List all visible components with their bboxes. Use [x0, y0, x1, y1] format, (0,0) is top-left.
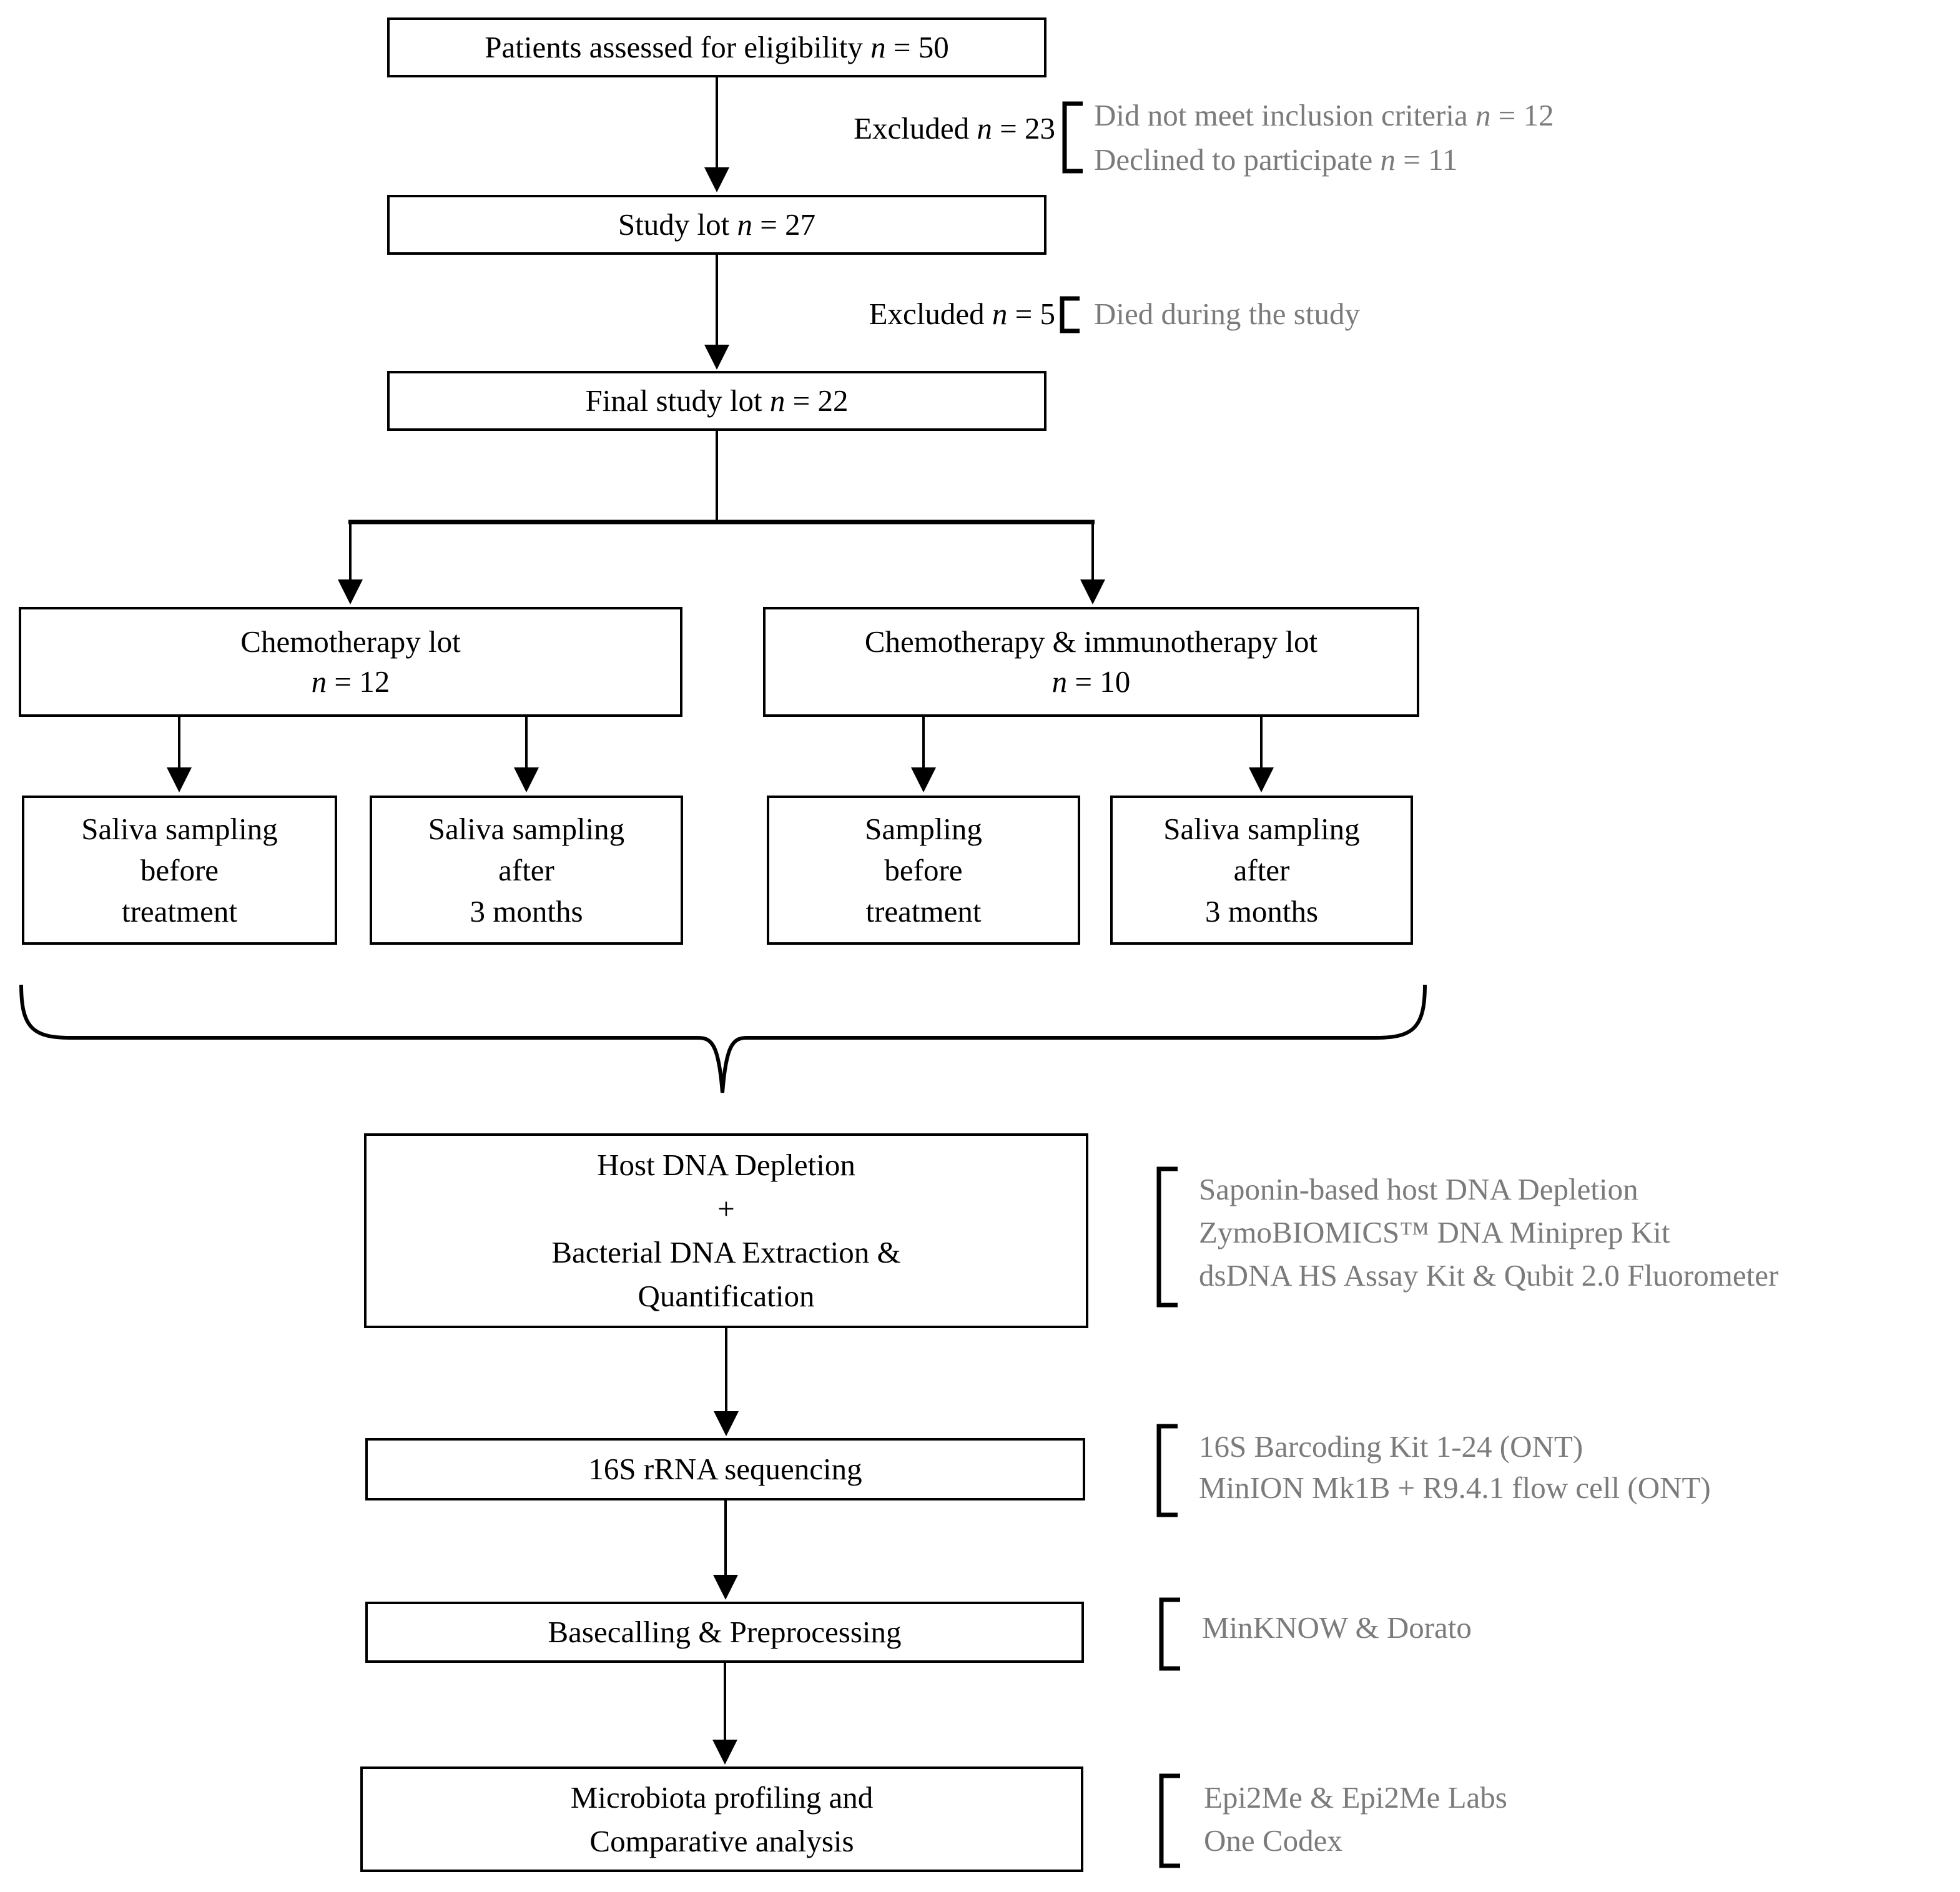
note-line: Epi2Me & Epi2Me Labs: [1204, 1780, 1507, 1815]
lot-n: n = 12: [312, 662, 390, 702]
n-symbol: n: [1051, 664, 1068, 699]
box-sampling-immuno-after: Saliva sampling after 3 months: [1110, 796, 1413, 945]
label-text: Excluded: [869, 297, 985, 331]
n-value: = 23: [1000, 111, 1055, 145]
process-line: Comparative analysis: [589, 1823, 854, 1858]
lot-n: n = 10: [1052, 662, 1131, 702]
n-symbol: n: [769, 383, 785, 418]
note-line: ZymoBIOMICS™ DNA Miniprep Kit: [1199, 1215, 1670, 1249]
note-dna-extraction-tools: Saponin-based host DNA Depletion ZymoBIO…: [1199, 1168, 1778, 1297]
excluded-label-1: Excluded n = 23: [799, 110, 1055, 147]
note-basecalling-tools: MinKNOW & Dorato: [1202, 1607, 1472, 1648]
n-symbol: n: [1380, 142, 1396, 177]
label-text: Declined to participate: [1094, 142, 1373, 177]
box-sampling-chemo-after: Saliva sampling after 3 months: [370, 796, 683, 945]
bracket-analysis-tools: [1159, 1773, 1180, 1868]
note-line: MinION Mk1B + R9.4.1 flow cell (ONT): [1199, 1471, 1711, 1505]
process-line: Microbiota profiling and: [570, 1780, 874, 1815]
sampling-line: treatment: [865, 894, 982, 929]
merge-brace: [19, 984, 1427, 1093]
process-line: +: [717, 1191, 735, 1226]
note-line: Died during the study: [1094, 297, 1360, 331]
bracket-dna-tools: [1156, 1166, 1178, 1308]
n-value: = 12: [1498, 98, 1554, 132]
label-text: Final study lot: [585, 383, 762, 418]
n-value: = 5: [1015, 297, 1055, 331]
n-value: = 12: [334, 664, 390, 699]
sampling-line: 3 months: [470, 894, 583, 929]
box-host-dna-depletion: Host DNA Depletion + Bacterial DNA Extra…: [364, 1133, 1088, 1328]
note-exclusion-reasons-1: Did not meet inclusion criteria n = 12 D…: [1094, 93, 1554, 182]
sampling-line: treatment: [121, 894, 238, 929]
sampling-line: after: [1233, 852, 1290, 887]
note-line: Did not meet inclusion criteria n = 12: [1094, 93, 1554, 137]
note-analysis-tools: Epi2Me & Epi2Me Labs One Codex: [1204, 1776, 1507, 1862]
process-line: Basecalling & Preprocessing: [548, 1615, 902, 1649]
n-symbol: n: [992, 297, 1008, 331]
bracket-exclusion-1: [1062, 101, 1083, 174]
process-line: Host DNA Depletion: [597, 1148, 855, 1182]
label-text: Excluded: [854, 111, 970, 145]
n-value: = 27: [760, 207, 816, 242]
note-exclusion-reasons-2: Died during the study: [1094, 293, 1360, 335]
n-value: = 50: [893, 30, 949, 64]
label-text: Did not meet inclusion criteria: [1094, 98, 1468, 132]
sampling-line: before: [884, 852, 963, 887]
sampling-line: Saliva sampling: [1163, 811, 1360, 846]
sampling-line: Sampling: [865, 811, 982, 846]
note-line: dsDNA HS Assay Kit & Qubit 2.0 Fluoromet…: [1199, 1258, 1779, 1293]
lot-name: Chemotherapy lot: [240, 624, 461, 659]
label-text: Patients assessed for eligibility: [485, 30, 863, 64]
sampling-line: Saliva sampling: [428, 811, 625, 846]
box-study-lot-label: Study lot n = 27: [618, 205, 815, 245]
box-final-study-lot-label: Final study lot n = 22: [585, 381, 848, 421]
box-16s-sequencing: 16S rRNA sequencing: [365, 1438, 1085, 1500]
box-chemo-immunotherapy-lot: Chemotherapy & immunotherapy lot n = 10: [763, 607, 1419, 717]
excluded-label-2: Excluded n = 5: [868, 295, 1055, 333]
n-value: = 11: [1403, 142, 1458, 177]
n-value: = 22: [792, 383, 849, 418]
note-sequencing-tools: 16S Barcoding Kit 1-24 (ONT) MinION Mk1B…: [1199, 1426, 1711, 1509]
sampling-line: Saliva sampling: [81, 811, 278, 846]
label-text: Study lot: [618, 207, 730, 242]
n-symbol: n: [737, 207, 752, 242]
box-final-study-lot: Final study lot n = 22: [387, 371, 1046, 431]
note-line: MinKNOW & Dorato: [1202, 1610, 1472, 1645]
process-line: Quantification: [638, 1279, 815, 1313]
lot-name: Chemotherapy & immunotherapy lot: [864, 624, 1318, 659]
n-symbol: n: [870, 30, 886, 64]
box-study-lot: Study lot n = 27: [387, 195, 1046, 255]
n-symbol: n: [977, 111, 992, 145]
bracket-basecalling-tools: [1159, 1597, 1180, 1671]
sampling-line: 3 months: [1204, 894, 1319, 929]
process-line: 16S rRNA sequencing: [588, 1452, 862, 1486]
bracket-exclusion-2: [1060, 296, 1080, 333]
box-sampling-immuno-before: Sampling before treatment: [767, 796, 1080, 945]
box-sampling-chemo-before: Saliva sampling before treatment: [22, 796, 337, 945]
bracket-sequencing-tools: [1156, 1424, 1178, 1517]
box-basecalling: Basecalling & Preprocessing: [365, 1602, 1084, 1663]
sampling-line: before: [140, 852, 219, 887]
process-line: Bacterial DNA Extraction &: [551, 1235, 901, 1269]
box-eligibility-label: Patients assessed for eligibility n = 50: [485, 27, 949, 67]
n-symbol: n: [311, 664, 327, 699]
note-line: 16S Barcoding Kit 1-24 (ONT): [1199, 1429, 1583, 1464]
box-chemotherapy-lot: Chemotherapy lot n = 12: [19, 607, 682, 717]
n-symbol: n: [1475, 98, 1491, 132]
n-value: = 10: [1075, 664, 1131, 699]
sampling-line: after: [498, 852, 554, 887]
box-microbiota-profiling: Microbiota profiling and Comparative ana…: [360, 1766, 1083, 1872]
note-line: One Codex: [1204, 1823, 1342, 1858]
note-line: Saponin-based host DNA Depletion: [1199, 1172, 1638, 1206]
box-eligibility: Patients assessed for eligibility n = 50: [387, 17, 1046, 77]
note-line: Declined to participate n = 11: [1094, 137, 1554, 182]
